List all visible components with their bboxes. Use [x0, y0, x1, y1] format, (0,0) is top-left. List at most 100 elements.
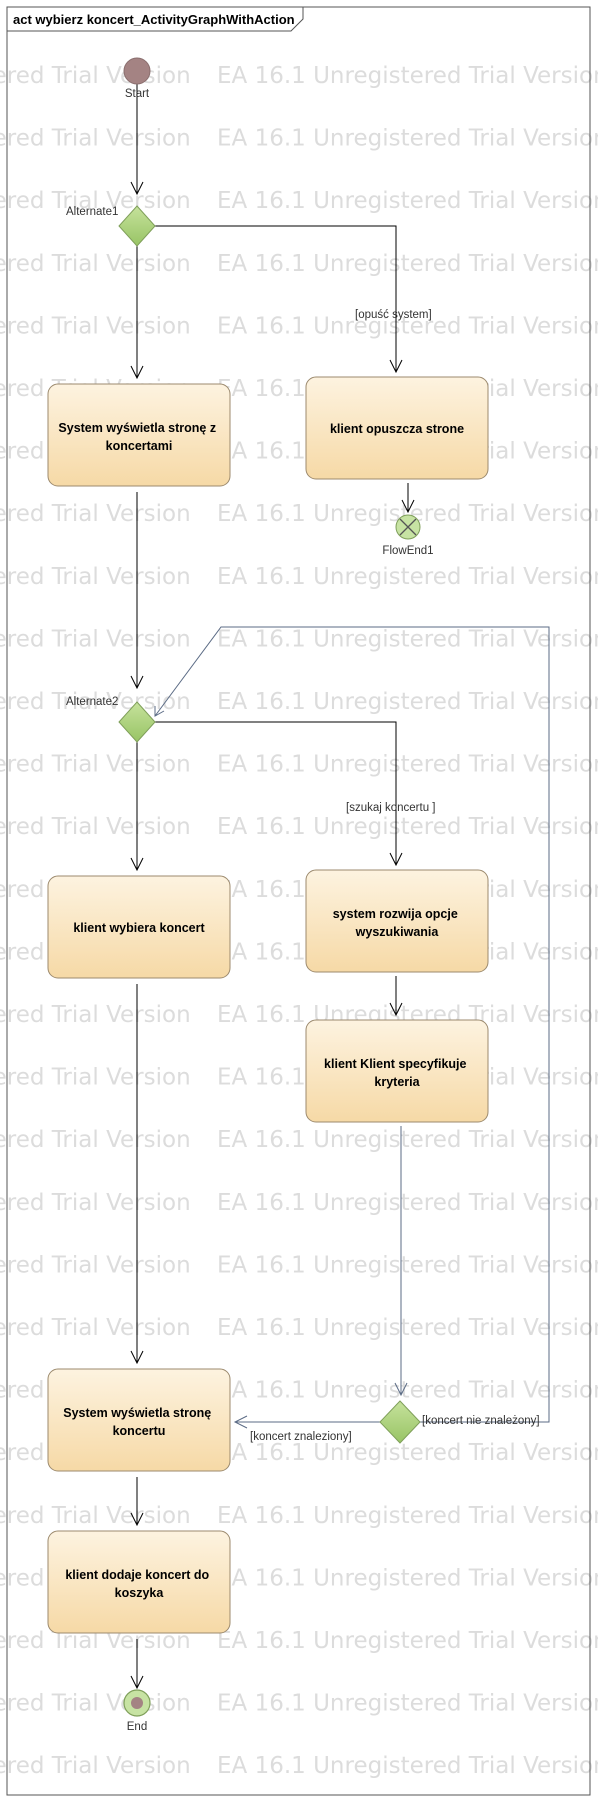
- watermark-text: EA 16.1 Unregistered Trial Version: [217, 251, 598, 277]
- flow-final-node[interactable]: [395, 514, 421, 540]
- action-label-line: klient Klient specyfikuje: [324, 1057, 466, 1071]
- watermark-text: EA 16.1 Unregistered Trial Version: [0, 1503, 191, 1529]
- svg-text:klient Klient specyfikuje: klient Klient specyfikuje kryteria: [324, 1057, 470, 1089]
- watermark-text: EA 16.1 Unregistered Trial Version: [217, 689, 598, 715]
- end-node[interactable]: [123, 1689, 151, 1717]
- arrowhead: [154, 706, 165, 717]
- action-expand-search[interactable]: system rozwija opcje wyszukiwania: [305, 869, 489, 973]
- arrowhead: [130, 1350, 144, 1365]
- action-specify-criteria[interactable]: klient Klient specyfikuje kryteria: [305, 1019, 489, 1123]
- edge-alternate2-to-expand-search: [155, 721, 397, 865]
- watermark-text: EA 16.1 Unregistered Trial Version: [217, 1190, 598, 1216]
- watermark-text: EA 16.1 Unregistered Trial Version: [217, 1440, 598, 1466]
- arrowhead: [233, 1415, 248, 1429]
- decision-concert-found[interactable]: [379, 1400, 421, 1444]
- watermark-text: EA 16.1 Unregistered Trial Version: [0, 814, 191, 840]
- watermark-text: EA 16.1 Unregistered Trial Version: [217, 1691, 598, 1717]
- watermark-text: EA 16.1 Unregistered Trial Version: [0, 1190, 191, 1216]
- arrowhead: [130, 675, 144, 690]
- action-label-line: koncertami: [106, 439, 173, 453]
- watermark-text: EA 16.1 Unregistered Trial Version: [217, 126, 598, 152]
- arrowhead: [389, 1002, 403, 1017]
- action-label-line: kryteria: [374, 1075, 420, 1089]
- watermark-text: EA 16.1 Unregistered Trial Version: [0, 1691, 191, 1717]
- action-label-line: System wyświetla stronę z: [58, 421, 216, 435]
- watermark-text: EA 16.1 Unregistered Trial Version: [217, 564, 598, 590]
- watermark-text: EA 16.1 Unregistered Trial Version: [217, 1315, 598, 1341]
- watermark-text: EA 16.1 Unregistered Trial Version: [217, 1127, 598, 1153]
- action-label-line: koncertu: [113, 1424, 166, 1438]
- action-show-concerts[interactable]: System wyświetla stronę z koncertami: [47, 383, 231, 487]
- frame-title: act wybierz koncert_ActivityGraphWithAct…: [13, 12, 295, 27]
- watermark-text: EA 16.1 Unregistered Trial Version: [0, 1127, 191, 1153]
- action-label-line: system rozwija opcje: [333, 907, 458, 921]
- watermark-text: EA 16.1 Unregistered Trial Version: [217, 63, 598, 89]
- guard-concert-not-found: [koncert nie znależony]: [422, 1415, 540, 1427]
- svg-text:System wyświetla stronę: System wyświetla stronę koncertu: [63, 1406, 214, 1438]
- svg-text:klient dodaje koncert do: klient dodaje koncert do koszyka: [65, 1568, 212, 1600]
- arrowhead: [394, 1382, 408, 1397]
- guard-search-concert: [szukaj koncertu ]: [346, 802, 435, 814]
- arrowhead: [130, 1512, 144, 1527]
- svg-text:klient opuszcza strone: klient opuszcza strone: [330, 422, 464, 436]
- decision-alternate1[interactable]: [118, 205, 156, 247]
- action-client-leaves[interactable]: klient opuszcza strone: [305, 376, 489, 480]
- alternate2-label: Alternate2: [66, 696, 118, 708]
- watermark-text: EA 16.1 Unregistered Trial Version: [0, 251, 191, 277]
- start-node[interactable]: [123, 57, 151, 85]
- watermark-layer: EA 16.1 Unregistered Trial Version EA 16.…: [0, 63, 598, 1779]
- watermark-text: EA 16.1 Unregistered Trial Version: [0, 126, 191, 152]
- watermark-text: EA 16.1 Unregistered Trial Version: [217, 626, 598, 652]
- watermark-text: EA 16.1 Unregistered Trial Version: [217, 752, 598, 778]
- guard-leave-system: [opuść system]: [355, 309, 432, 321]
- arrowhead: [130, 365, 144, 380]
- edge-decision-loop-to-alternate2: [154, 626, 550, 1423]
- arrowhead: [130, 1675, 144, 1690]
- action-add-to-cart[interactable]: klient dodaje koncert do koszyka: [47, 1530, 231, 1634]
- action-label-line: klient dodaje koncert do: [65, 1568, 209, 1582]
- watermark-text: EA 16.1 Unregistered Trial Version: [217, 1252, 598, 1278]
- watermark-text: EA 16.1 Unregistered Trial Version: [217, 1753, 598, 1779]
- watermark-text: EA 16.1 Unregistered Trial Version: [0, 1065, 191, 1091]
- svg-text:system rozwija opcje wys: system rozwija opcje wyszukiwania: [333, 907, 462, 939]
- watermark-text: EA 16.1 Unregistered Trial Version: [217, 1378, 598, 1404]
- action-label-line: klient wybiera koncert: [73, 921, 205, 935]
- svg-text:System wyświetla stronę z: System wyświetla stronę z koncertami: [58, 421, 219, 453]
- arrowhead: [401, 499, 415, 514]
- arrowhead: [389, 852, 403, 867]
- arrowhead: [130, 857, 144, 872]
- alternate1-label: Alternate1: [66, 206, 118, 218]
- edge-alternate1-to-client-leaves: [155, 225, 397, 372]
- watermark-text: EA 16.1 Unregistered Trial Version: [0, 752, 191, 778]
- svg-text:klient wybiera koncert: klient wybiera koncert: [73, 921, 205, 935]
- watermark-text: EA 16.1 Unregistered Trial Version: [0, 564, 191, 590]
- action-label-line: wyszukiwania: [355, 925, 440, 939]
- watermark-text: EA 16.1 Unregistered Trial Version: [217, 814, 598, 840]
- watermark-text: EA 16.1 Unregistered Trial Version: [217, 1503, 598, 1529]
- watermark-text: EA 16.1 Unregistered Trial Version: [0, 188, 191, 214]
- watermark-text: EA 16.1 Unregistered Trial Version: [0, 63, 191, 89]
- action-client-selects[interactable]: klient wybiera koncert: [47, 875, 231, 979]
- watermark-text: EA 16.1 Unregistered Trial Version: [0, 1252, 191, 1278]
- arrowhead: [389, 359, 403, 374]
- watermark-text: EA 16.1 Unregistered Trial Version: [217, 1628, 598, 1654]
- watermark-text: EA 16.1 Unregistered Trial Version: [0, 626, 191, 652]
- watermark-text: EA 16.1 Unregistered Trial Version: [217, 1565, 598, 1591]
- guard-concert-found: [koncert znaleziony]: [250, 1431, 352, 1443]
- watermark-text: EA 16.1 Unregistered Trial Version: [0, 313, 191, 339]
- start-label: Start: [125, 88, 150, 100]
- watermark-text: EA 16.1 Unregistered Trial Version: [217, 188, 598, 214]
- decision-alternate2[interactable]: [118, 701, 156, 743]
- action-label-line: koszyka: [115, 1586, 165, 1600]
- flowend-label: FlowEnd1: [382, 545, 433, 557]
- action-label-line: klient opuszcza strone: [330, 422, 464, 436]
- watermark-text: EA 16.1 Unregistered Trial Version: [0, 1002, 191, 1028]
- diagram-frame: act wybierz koncert_ActivityGraphWithAct…: [6, 6, 591, 1796]
- watermark-text: EA 16.1 Unregistered Trial Version: [0, 1753, 191, 1779]
- end-label: End: [127, 1721, 147, 1733]
- action-show-concert-page[interactable]: System wyświetla stronę koncertu: [47, 1368, 231, 1472]
- watermark-text: EA 16.1 Unregistered Trial Version: [217, 313, 598, 339]
- watermark-text: EA 16.1 Unregistered Trial Version: [0, 501, 191, 527]
- watermark-text: EA 16.1 Unregistered Trial Version: [0, 1315, 191, 1341]
